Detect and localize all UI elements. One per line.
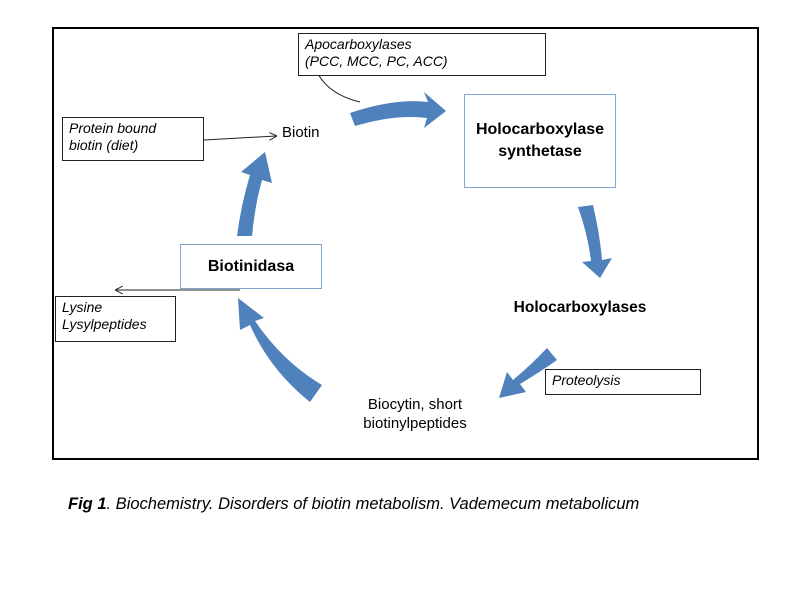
apocarboxylases-connector [317,73,361,103]
note-protein-bound-biotin: Protein bound biotin (diet) [62,117,204,161]
biotinidasa-label: Biotinidasa [207,257,295,275]
proteolysis-label: Proteolysis [552,372,621,388]
node-biotin: Biotin [282,123,342,142]
lysine-line1: Lysine [62,299,103,315]
lysine-line2: Lysylpeptides [62,316,147,332]
arrow-biotin-to-synthetase [350,92,446,128]
node-holocarboxylases: Holocarboxylases [500,298,660,317]
apocarboxylases-line2: (PCC, MCC, PC, ACC) [305,53,448,69]
biocytin-line1: Biocytin, short [367,396,463,413]
holocarboxylases-label: Holocarboxylases [513,299,647,316]
note-lysine: Lysine Lysylpeptides [55,296,176,342]
node-biotinidasa: Biotinidasa [180,244,322,289]
note-proteolysis: Proteolysis [545,369,701,395]
diagram-frame [52,27,759,460]
figure-caption: Fig 1. Biochemistry. Disorders of biotin… [68,495,639,514]
arrow-biocytin-to-biotinidasa [238,298,322,402]
apocarboxylases-line1: Apocarboxylases [305,36,412,52]
biocytin-line2: biotinylpeptides [363,415,467,432]
node-holocarboxylase-synthetase: Holocarboxylase synthetase [464,94,616,188]
protein-bound-arrow [203,136,276,141]
protein-bound-line1: Protein bound [69,120,157,136]
protein-bound-line2: biotin (diet) [69,137,139,153]
arrow-synthetase-to-holocarboxylases [578,205,612,278]
biotin-label: Biotin [282,124,320,141]
note-apocarboxylases: Apocarboxylases (PCC, MCC, PC, ACC) [298,33,546,76]
caption-text: . Biochemistry. Disorders of biotin meta… [106,495,640,513]
arrow-holocarboxylases-to-biocytin [499,348,557,398]
caption-figure-label: Fig 1 [68,495,107,513]
arrow-biotinidasa-to-biotin [237,152,272,236]
holocarboxylase-synthetase-label: Holocarboxylase synthetase [475,121,605,160]
node-biocytin: Biocytin, short biotinylpeptides [340,395,490,433]
